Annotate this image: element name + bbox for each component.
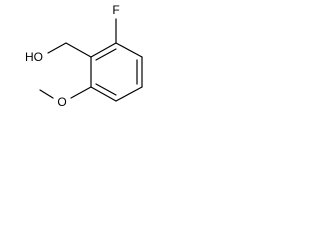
hydroxyl-label: HO: [25, 50, 43, 64]
ring-bond-c1-c2: [90, 42, 117, 58]
bond-ch2-oh: [47, 42, 67, 54]
ring-double-bond-c5-c6: [95, 83, 117, 96]
bond-c1-ch2: [65, 42, 92, 58]
ring-bond-c4-c5: [115, 86, 143, 102]
chemical-structure: F HO O: [25, 3, 143, 109]
ring-double-bond-c1-c2: [95, 48, 117, 61]
bond-o-ch3: [39, 89, 54, 99]
methoxy-oxygen-label: O: [57, 95, 66, 109]
benzene-ring: [90, 42, 143, 102]
fluorine-label: F: [112, 3, 119, 17]
ring-bond-c5-c6: [90, 86, 117, 102]
bond-c6-o: [70, 86, 92, 99]
ring-bond-c2-c3: [115, 42, 143, 58]
